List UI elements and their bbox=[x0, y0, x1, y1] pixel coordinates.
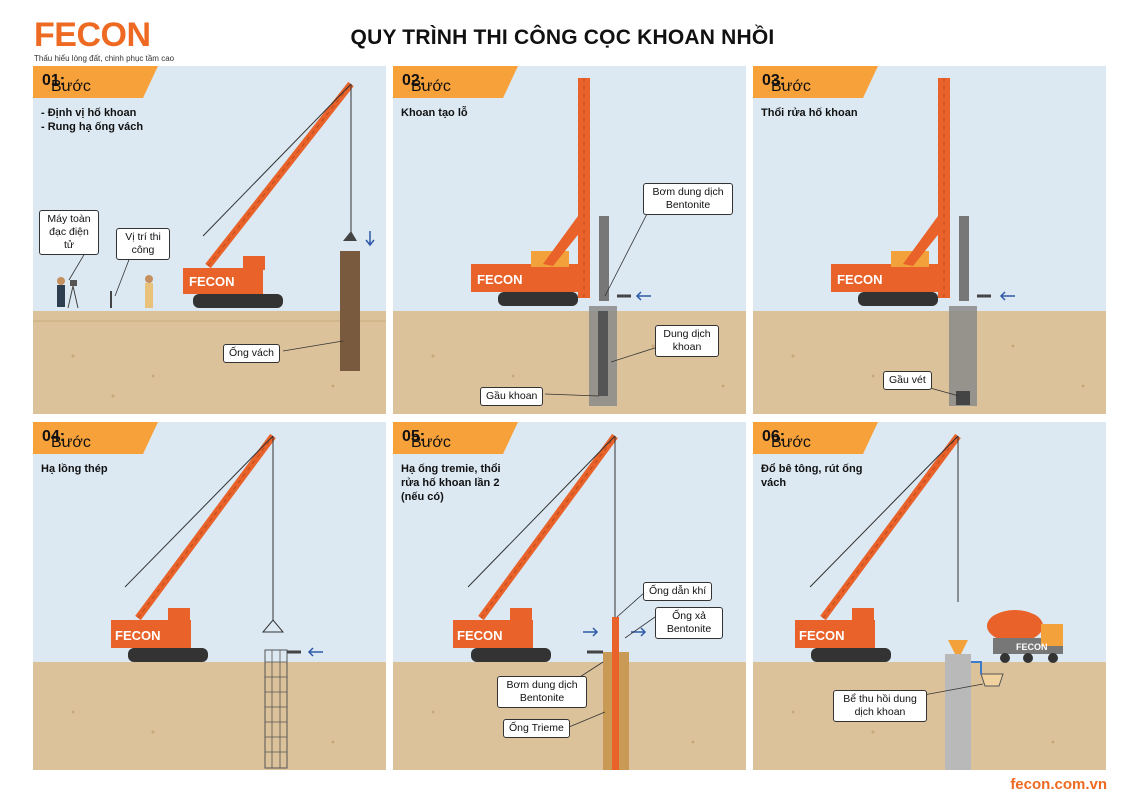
step-2-badge: Bước 02: bbox=[393, 66, 518, 98]
label-casing: Ống vách bbox=[223, 344, 280, 363]
svg-text:FECON: FECON bbox=[477, 272, 523, 287]
steel-cage bbox=[264, 649, 288, 769]
step-panel-3: FECON Bước 03: Thổi rửa hố khoan Gầu vét bbox=[753, 66, 1106, 414]
step-6-badge: Bước 06: bbox=[753, 422, 878, 454]
label-drilling-fluid: Dung dịch khoan bbox=[655, 325, 719, 357]
label-cleaning-bucket: Gầu vét bbox=[883, 371, 932, 390]
step-6-illustration: FECON FECON bbox=[753, 422, 1106, 770]
fecon-logo: FECON Thấu hiểu lòng đất, chinh phục tầm… bbox=[34, 18, 174, 63]
step-panel-6: FECON FECON Bước 06: Đổ bê tông, rút ống… bbox=[753, 422, 1106, 770]
label-drilling-bucket: Gầu khoan bbox=[480, 387, 544, 406]
concrete-hopper bbox=[948, 640, 968, 654]
label-total-station: Máy toàn đạc điện tử bbox=[39, 210, 99, 255]
left-arrow-icon bbox=[999, 291, 1015, 301]
step-4-badge: Bước 04: bbox=[33, 422, 158, 454]
step-5-badge: Bước 05: bbox=[393, 422, 518, 454]
crawler-crane: FECON bbox=[453, 433, 618, 662]
page-title: QUY TRÌNH THI CÔNG CỌC KHOAN NHỒI bbox=[350, 26, 775, 49]
surveyor-figure bbox=[57, 275, 153, 309]
label-bentonite-pump: Bơm dung dịch Bentonite bbox=[497, 676, 587, 708]
svg-text:FECON: FECON bbox=[1016, 642, 1048, 652]
svg-text:FECON: FECON bbox=[799, 628, 845, 643]
step-2-description: Khoan tạo lỗ bbox=[401, 107, 468, 119]
label-construction-position: Vị trí thi công bbox=[116, 228, 170, 260]
svg-text:FECON: FECON bbox=[115, 628, 161, 643]
label-recovery-tank: Bể thu hồi dung dịch khoan bbox=[833, 690, 927, 722]
drilling-rig: FECON bbox=[471, 78, 609, 306]
label-bentonite-pump: Bơm dung dịch Bentonite bbox=[643, 183, 733, 215]
left-arrow-icon bbox=[635, 291, 651, 301]
concrete-pile bbox=[945, 654, 971, 770]
label-tremie-pipe: Ống Trieme bbox=[503, 719, 570, 738]
recovery-tank bbox=[980, 673, 1004, 687]
label-air-pipe: Ống dẫn khí bbox=[643, 582, 713, 601]
casing-pipe bbox=[340, 251, 360, 371]
step-3-illustration: FECON bbox=[753, 66, 1106, 414]
concrete-mixer-truck: FECON bbox=[987, 610, 1063, 663]
step-4-description: Hạ lồng thép bbox=[41, 463, 108, 475]
svg-text:FECON: FECON bbox=[457, 628, 503, 643]
crawler-crane: FECON bbox=[183, 81, 354, 308]
drilling-rig: FECON bbox=[831, 78, 969, 306]
step-panel-1: FECON Bước 01: - Định vị hố khoan- Rung … bbox=[33, 66, 386, 414]
step-3-badge: Bước 03: bbox=[753, 66, 878, 98]
down-arrow-icon bbox=[365, 231, 375, 247]
crawler-crane: FECON bbox=[795, 433, 961, 662]
step-panel-2: FECON Bước 02: Khoan tạo lỗ Bơm dung dịc… bbox=[393, 66, 746, 414]
borehole bbox=[949, 306, 977, 406]
label-bentonite-discharge-pipe: Ống xả Bentonite bbox=[655, 607, 723, 639]
step-4-illustration: FECON bbox=[33, 422, 386, 770]
step-1-badge: Bước 01: bbox=[33, 66, 158, 98]
step-1-illustration: FECON bbox=[33, 66, 386, 414]
svg-text:FECON: FECON bbox=[837, 272, 883, 287]
svg-text:FECON: FECON bbox=[189, 274, 235, 289]
step-panel-4: FECON Bước 04: Hạ lồng thép bbox=[33, 422, 386, 770]
right-arrow-icon bbox=[583, 627, 599, 637]
step-1-description: - Định vị hố khoan- Rung hạ ống vách bbox=[41, 107, 144, 133]
crawler-crane: FECON bbox=[111, 433, 276, 662]
left-arrow-icon bbox=[307, 647, 323, 657]
tremie-pipe bbox=[612, 617, 619, 770]
step-3-description: Thổi rửa hố khoan bbox=[761, 107, 858, 119]
logo-tagline: Thấu hiểu lòng đất, chinh phục tầm cao bbox=[34, 54, 175, 63]
logo-wordmark: FECON bbox=[34, 16, 151, 54]
website-link[interactable]: fecon.com.vn bbox=[1010, 776, 1107, 793]
